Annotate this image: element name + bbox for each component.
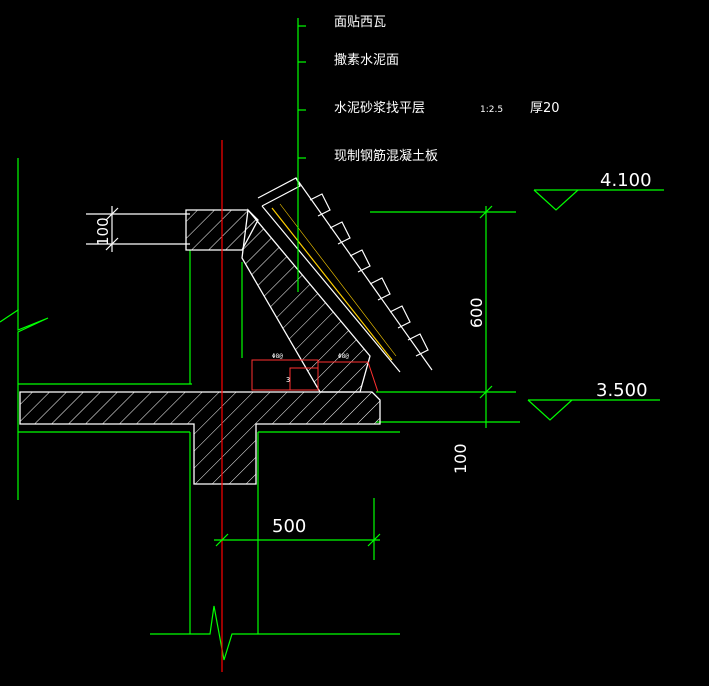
rebar-note-left: Φ8@ bbox=[272, 353, 283, 360]
layer-label-cement: 撒素水泥面 bbox=[334, 52, 399, 68]
elevation-mark-top bbox=[370, 189, 664, 213]
rebar-detail bbox=[251, 359, 379, 393]
elevation-bottom-label: 3.500 bbox=[596, 380, 648, 401]
dimension-overhang-label: 500 bbox=[272, 516, 306, 537]
dimension-wall-cap bbox=[86, 206, 190, 252]
elevation-top-label: 4.100 bbox=[600, 170, 652, 191]
rebar-note-mid: 3 bbox=[286, 376, 290, 384]
layer-label-mortar-ratio: 1:2.5 bbox=[480, 105, 503, 115]
dimension-height-label: 600 bbox=[467, 297, 486, 328]
sloped-slab bbox=[241, 208, 371, 393]
layer-label-mortar: 水泥砂浆找平层 bbox=[334, 101, 425, 116]
wall-outline bbox=[18, 250, 520, 634]
layer-label-tile: 面贴西瓦 bbox=[334, 15, 386, 30]
bottom-break-line bbox=[150, 605, 400, 661]
annotation-leader bbox=[297, 18, 306, 292]
dimension-overhang bbox=[214, 498, 381, 560]
rebar-note-right: Φ8@ bbox=[338, 353, 349, 360]
roof-tiles bbox=[257, 177, 433, 373]
concrete-slab bbox=[19, 391, 381, 485]
rebar-notes: Φ8@ Φ8@ 3 bbox=[272, 353, 349, 384]
left-break-line bbox=[0, 158, 49, 500]
dimension-height bbox=[479, 205, 493, 428]
dimension-wall-cap-label: 100 bbox=[94, 217, 112, 246]
layer-label-slab: 现制钢筋混凝土板 bbox=[334, 148, 438, 164]
elevation-mark-bottom bbox=[376, 391, 660, 421]
dimension-slab-label: 100 bbox=[451, 443, 470, 474]
layer-label-mortar-thick: 厚20 bbox=[530, 101, 560, 116]
